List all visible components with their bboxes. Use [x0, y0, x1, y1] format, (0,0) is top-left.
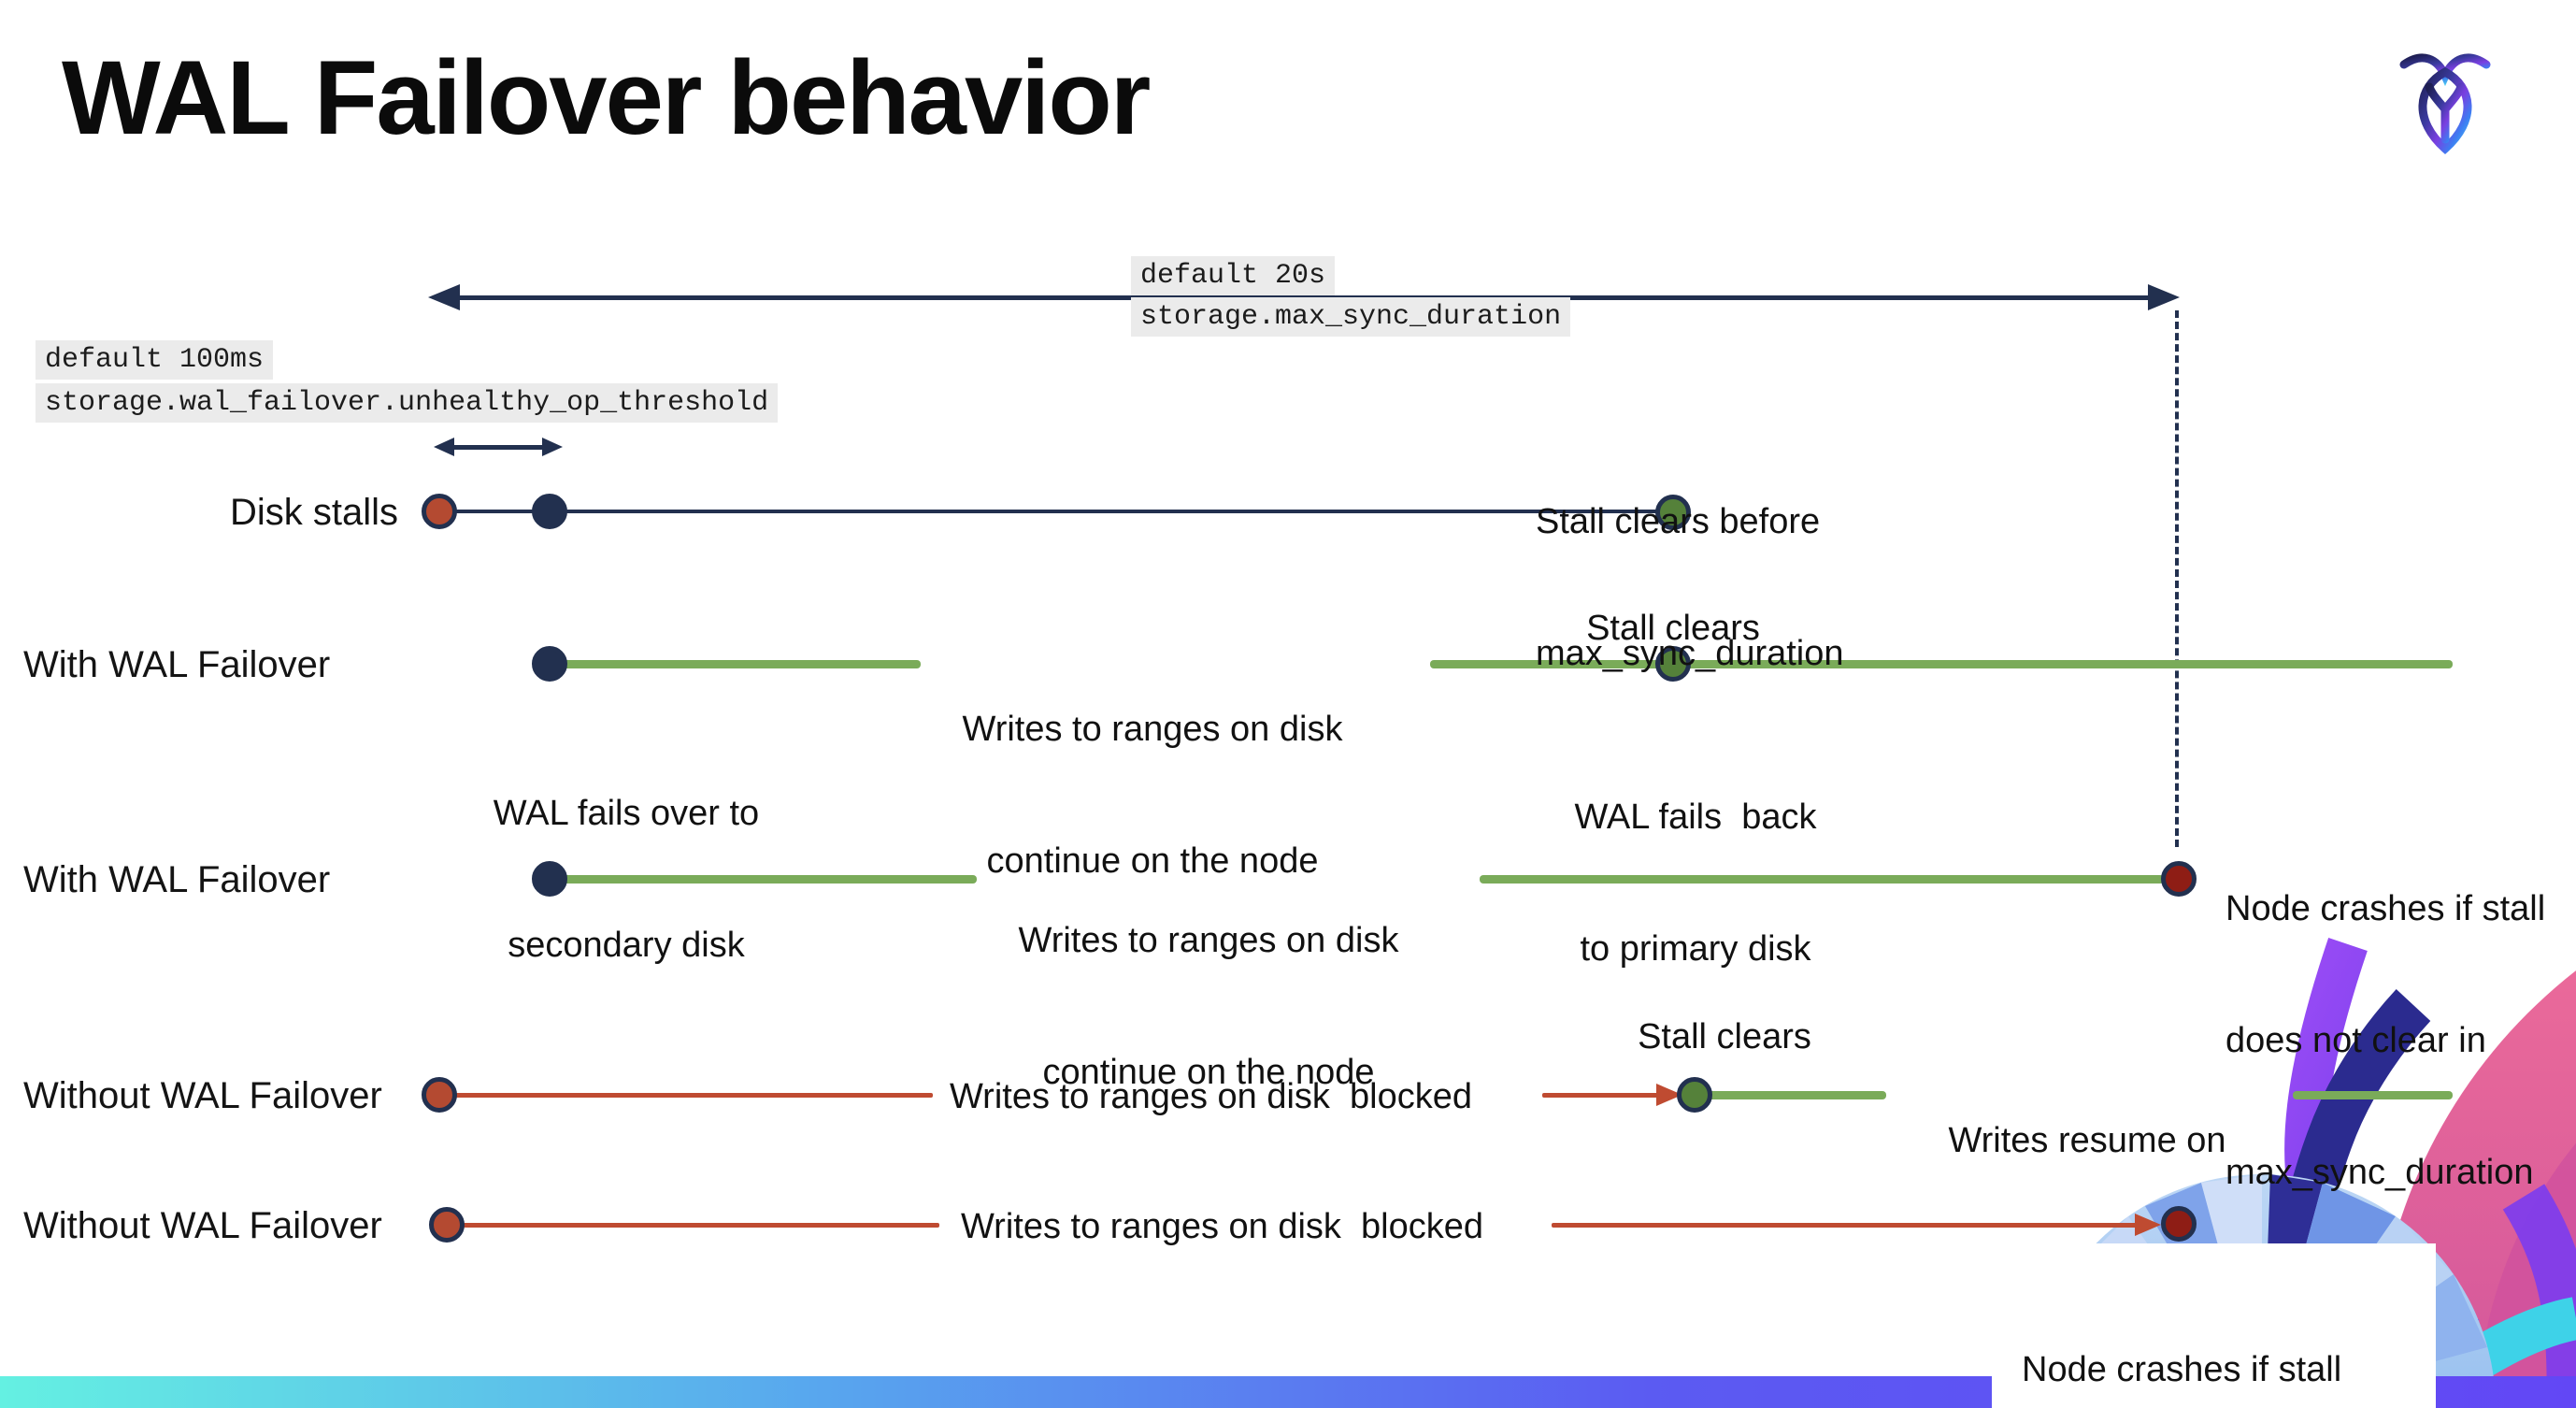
row4-green-line-b [2293, 1091, 2453, 1099]
max-sync-default-chip: default 20s [1131, 256, 1336, 295]
red-arrowhead-icon [2135, 1214, 2161, 1236]
row3-green-line-b [1480, 875, 2164, 884]
node-crash-dot [2161, 861, 2197, 897]
failover-dot [532, 646, 567, 682]
node-crash-dot [2161, 1206, 2197, 1242]
row4-stall-clears-caption: Stall clears [1638, 1017, 1811, 1056]
row2-failback-caption: WAL fails back to primary disk [1574, 797, 1817, 969]
arrowhead-right-icon [542, 438, 563, 456]
row2-green-line-a [561, 660, 921, 668]
row1-stall-clears-caption: Stall clears before max_sync_duration [1536, 502, 1844, 673]
row5-red-line-a [460, 1223, 939, 1228]
failover-dot [532, 861, 567, 897]
arrowhead-left-icon [428, 284, 460, 310]
row5-red-line-b [1552, 1223, 2140, 1228]
row5-blocked-caption: Writes to ranges on disk blocked [961, 1207, 1484, 1246]
stall-clears-dot [1655, 646, 1691, 682]
disk-stall-start-dot [422, 494, 457, 529]
row4-red-line-a [452, 1093, 933, 1098]
row2-writes-caption: Writes to ranges on disk continue on the… [962, 710, 1343, 881]
row-label-without-wal-failover: Without WAL Failover [23, 1205, 382, 1246]
row2-failover-caption: WAL fails over to secondary disk [493, 794, 760, 965]
stall-clears-dot [1655, 495, 1691, 530]
row3-crash-caption: Node crashes if stall does not clear in … [2225, 889, 2546, 1192]
threshold-reached-dot [532, 494, 567, 529]
row4-green-line-a [1708, 1091, 1886, 1099]
arrowhead-left-icon [434, 438, 454, 456]
unhealthy-op-setting-chip: storage.wal_failover.unhealthy_op_thresh… [36, 383, 779, 423]
row5-crash-caption: Node crashes if stall does not clear in … [2022, 1350, 2342, 1389]
page-title: WAL Failover behavior [62, 39, 1151, 156]
row-label-without-wal-failover: Without WAL Failover [23, 1075, 382, 1116]
row2-stall-clears-caption: Stall clears [1586, 609, 1760, 648]
disk-stall-start-dot [422, 1077, 457, 1113]
cockroachdb-logo-icon [2399, 53, 2491, 155]
row5-crash-caption-box: Node crashes if stall does not clear in … [1992, 1243, 2436, 1408]
max-sync-setting-chip: storage.max_sync_duration [1131, 297, 1571, 337]
row-label-with-wal-failover: With WAL Failover [23, 859, 331, 900]
row4-red-line-b [1542, 1093, 1664, 1098]
row4-blocked-caption: Writes to ranges on disk blocked [950, 1077, 1473, 1116]
row-label-disk-stalls: Disk stalls [230, 492, 399, 533]
row1-timeline [439, 510, 1673, 513]
disk-stall-start-dot [429, 1207, 465, 1243]
max-sync-dashed-drop-line [2175, 310, 2179, 847]
row3-green-line-a [563, 875, 977, 884]
stall-clears-dot [1677, 1077, 1712, 1113]
row3-writes-caption: Writes to ranges on disk continue on the… [1018, 921, 1399, 1092]
arrowhead-right-icon [2148, 284, 2180, 310]
row2-green-line-b [1430, 660, 2453, 668]
row-label-with-wal-failover: With WAL Failover [23, 644, 331, 685]
unhealthy-op-arrow-line [449, 445, 548, 450]
unhealthy-op-default-chip: default 100ms [36, 340, 274, 380]
